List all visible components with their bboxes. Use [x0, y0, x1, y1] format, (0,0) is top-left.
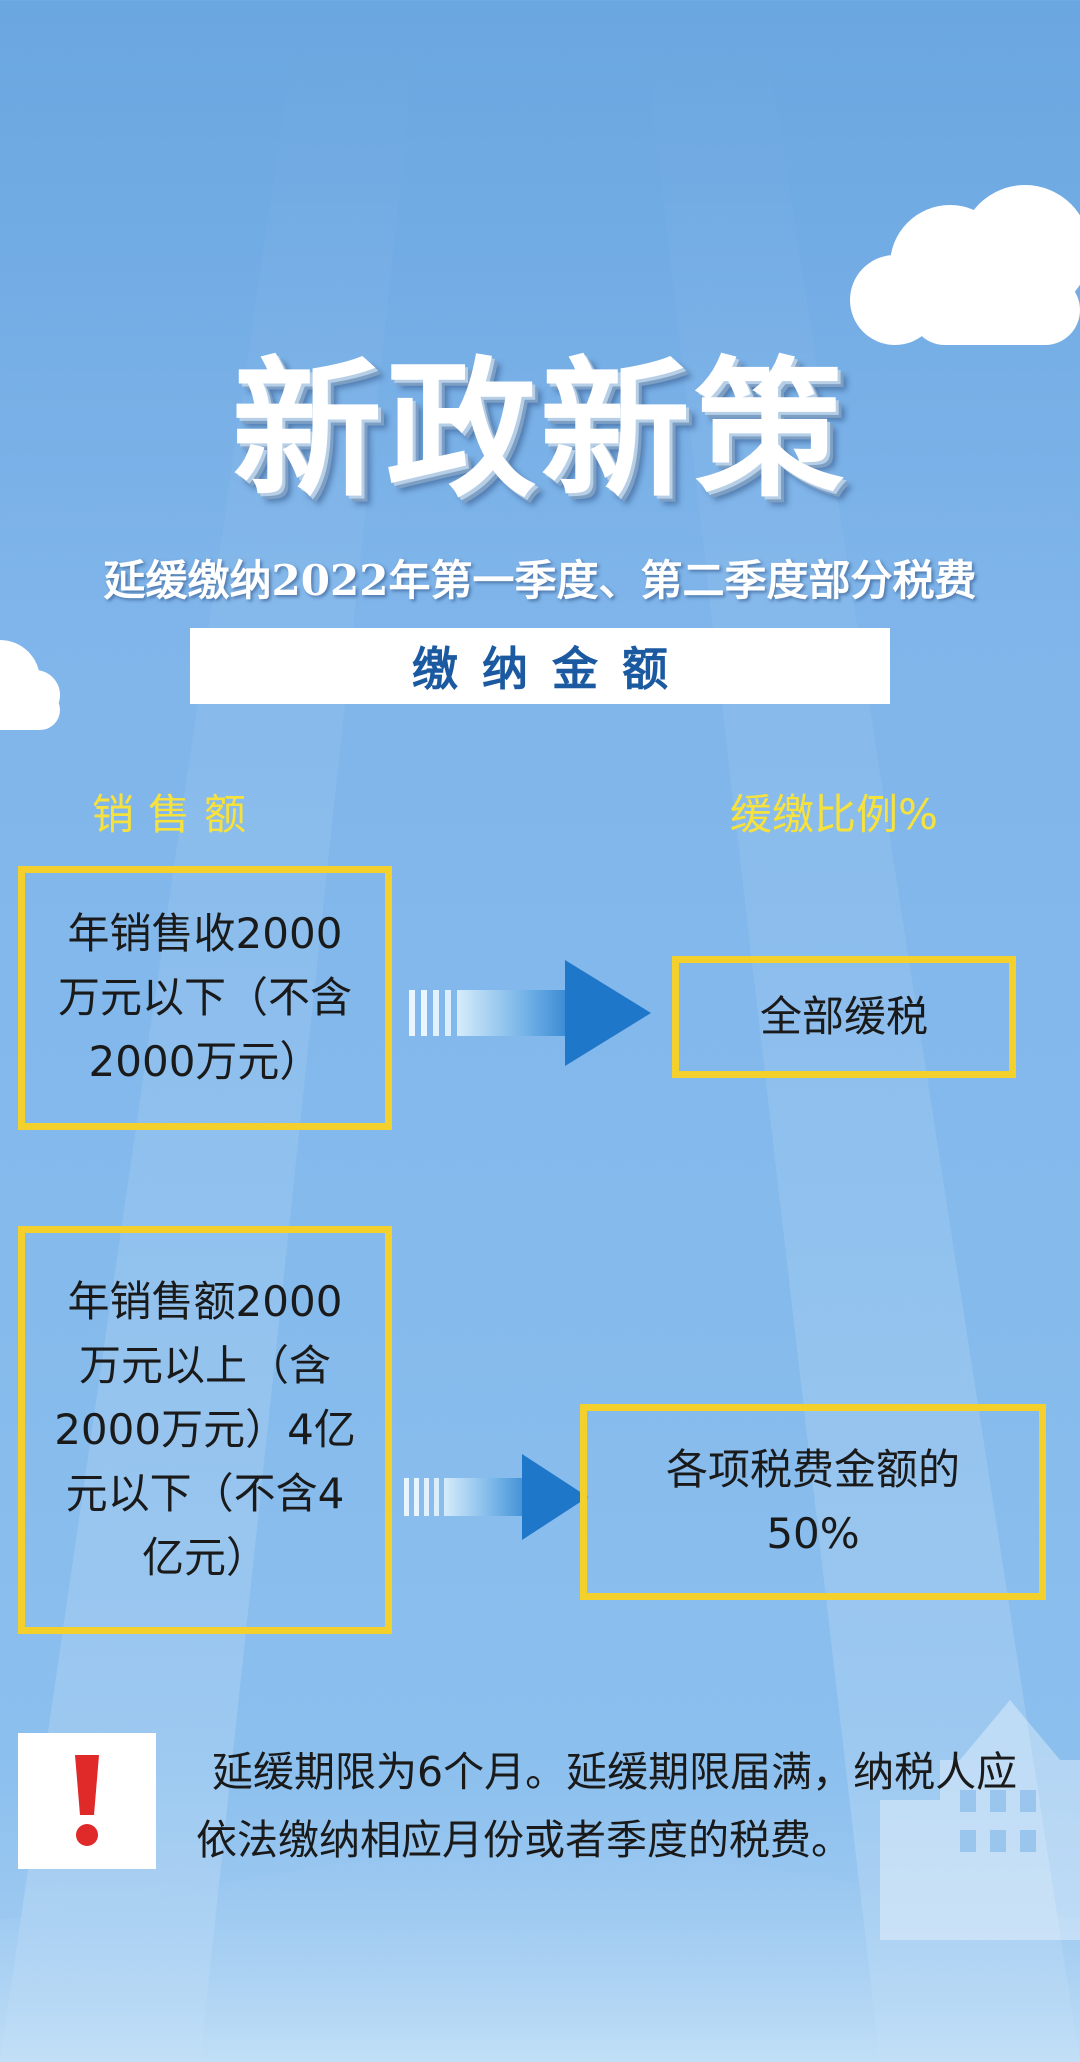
amount-header-label: 缴纳金额: [412, 642, 692, 696]
arrow-2-icon: [404, 1454, 588, 1540]
exclamation-icon: [75, 1755, 99, 1846]
condition-box-1: 年销售收2000万元以下（不含2000万元）: [18, 866, 392, 1130]
ratio-box-1: 全部缓税: [672, 956, 1016, 1078]
amount-header-bar: 缴纳金额: [190, 628, 890, 704]
condition-text-2: 年销售额2000万元以上（含2000万元）4亿元以下（不含4亿元）: [54, 1277, 356, 1582]
deferral-note: 延缓期限为6个月。延缓期限届满，纳税人应依法缴纳相应月份或者季度的税费。: [196, 1738, 1046, 1874]
arrow-1-icon: [409, 960, 651, 1066]
ratio-text-1: 全部缓税: [759, 992, 928, 1041]
condition-box-2: 年销售额2000万元以上（含2000万元）4亿元以下（不含4亿元）: [18, 1226, 392, 1634]
condition-text-1: 年销售收2000万元以下（不含2000万元）: [57, 909, 352, 1086]
main-title: 新政新策: [231, 342, 848, 518]
ratio-box-2: 各项税费金额的50%: [580, 1404, 1046, 1600]
cloud-left: [0, 640, 60, 730]
alert-box: [18, 1733, 156, 1869]
ratio-text-2: 各项税费金额的50%: [665, 1445, 960, 1558]
deferral-note-text: 延缓期限为6个月。延缓期限届满，纳税人应依法缴纳相应月份或者季度的税费。: [196, 1748, 1018, 1864]
column-head-ratio: 缓缴比例%: [730, 790, 938, 839]
column-head-sales: 销售额: [92, 790, 261, 839]
subtitle: 延缓缴纳2022年第一季度、第二季度部分税费: [103, 556, 977, 605]
cloud-top-right: [850, 185, 1080, 345]
